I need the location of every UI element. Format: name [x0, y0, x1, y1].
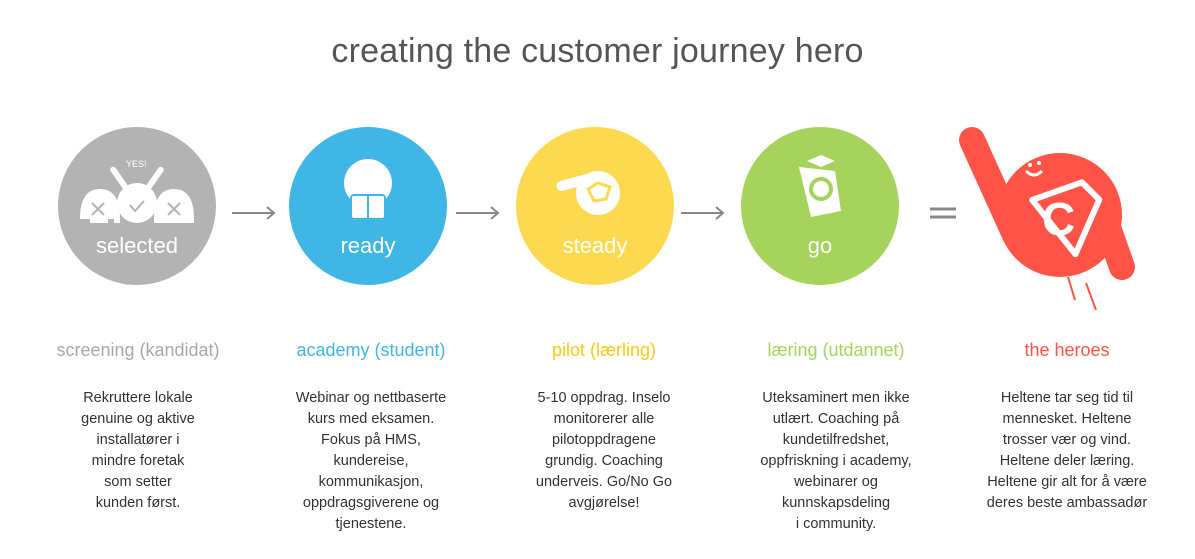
stage-label: academy (student): [296, 340, 446, 360]
stage-circle-selected: YES! selected: [58, 127, 216, 285]
stage-description: Rekruttere lokale genuine og aktive inst…: [81, 390, 195, 511]
equals-icon: [930, 207, 956, 219]
stage-label: screening (kandidat): [56, 340, 220, 360]
student-reading-icon: [344, 159, 392, 220]
stage-name: steady: [562, 233, 628, 258]
candidates-icon: YES!: [80, 159, 194, 223]
stage-column-go: læring (utdannet) Uteksaminert men ikke …: [726, 340, 946, 535]
stage-circle-go: go: [741, 127, 899, 285]
hero-c-letter: C: [1042, 193, 1075, 245]
stage-name: selected: [96, 233, 178, 258]
pilot-hero-icon: [556, 171, 620, 215]
page-title: creating the customer journey hero: [331, 32, 864, 70]
stage-column-steady: pilot (lærling) 5-10 oppdrag. Inselo mon…: [494, 340, 714, 514]
stage-circle-ready: ready: [289, 127, 447, 285]
stage-description: Webinar og nettbaserte kurs med eksamen.…: [295, 390, 447, 532]
graduate-hero-icon: [799, 155, 841, 217]
stage-description: Uteksaminert men ikke utlært. Coaching p…: [760, 390, 912, 532]
stage-description: Heltene tar seg tid til mennesket. Helte…: [986, 390, 1148, 511]
arrow-icon: [232, 206, 276, 220]
hero-logo-icon: C: [959, 127, 1135, 310]
stage-label: pilot (lærling): [551, 340, 657, 360]
stage-label: læring (utdannet): [767, 340, 905, 360]
stage-column-hero: the heroes Heltene tar seg tid til menne…: [957, 340, 1177, 514]
stage-label: the heroes: [1024, 340, 1110, 360]
stage-name: ready: [340, 233, 396, 258]
arrow-icon: [681, 206, 725, 220]
stage-column-ready: academy (student) Webinar og nettbaserte…: [261, 340, 481, 535]
stage-name: go: [807, 233, 833, 258]
stage-circle-steady: steady: [516, 127, 674, 285]
yes-text: YES!: [126, 159, 147, 169]
stage-column-selected: screening (kandidat) Rekruttere lokale g…: [28, 340, 248, 514]
stage-description: 5-10 oppdrag. Inselo monitorerer alle pi…: [535, 390, 673, 511]
arrow-icon: [456, 206, 500, 220]
